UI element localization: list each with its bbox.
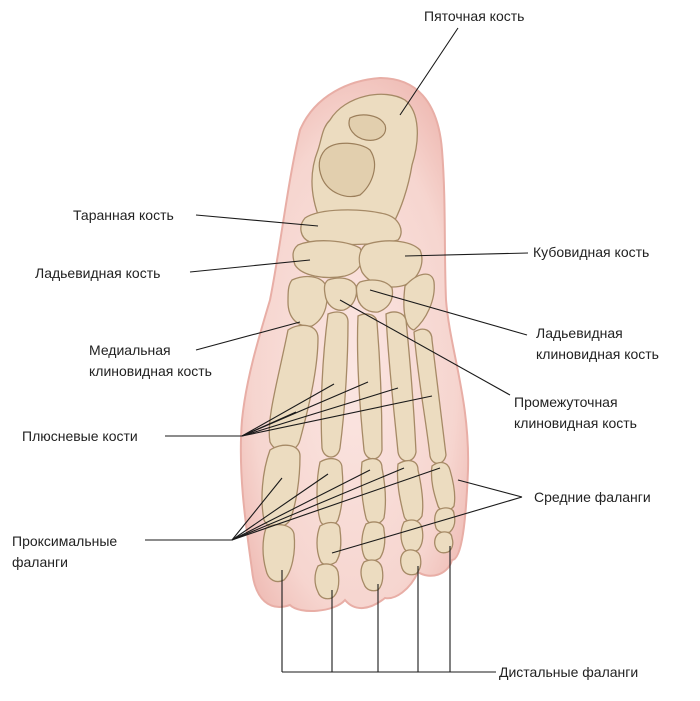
- metatarsal-2: [320, 311, 349, 458]
- leader-intermediate-cuneiform: [339, 299, 511, 396]
- label-medial-cuneiform-line2: клиновидная кость: [89, 363, 212, 379]
- label-navicular: Ладьевидная кость: [35, 265, 161, 281]
- leader-lateral-cuneiform: [369, 289, 528, 336]
- label-calcaneus: Пяточная кость: [424, 8, 525, 24]
- lateral-cuneiform-bone: [355, 279, 394, 313]
- navicular-bone: [292, 240, 363, 279]
- calcaneus-notch: [348, 114, 387, 141]
- metatarsal-1: [268, 324, 319, 453]
- middle-phalanx-5: [434, 507, 456, 534]
- leader-metatarsal-3: [241, 381, 369, 437]
- label-lateral-cuneiform: Ладьевидная клиновидная кость: [536, 323, 659, 365]
- label-middle-phalanges: Средние фаланги: [534, 489, 651, 505]
- label-lateral-line2: клиновидная кость: [536, 346, 659, 362]
- leader-talus: [195, 214, 319, 227]
- leader-middle-b: [331, 496, 523, 554]
- label-medial-cuneiform: Медиальная клиновидная кость: [89, 340, 212, 382]
- label-medial-cuneiform-line1: Медиальная: [89, 342, 171, 358]
- distal-phalanx-2: [314, 563, 340, 600]
- label-metatarsals: Плюсневые кости: [22, 428, 138, 444]
- leader-proximal-4: [231, 467, 405, 541]
- leader-metatarsal-4: [241, 387, 399, 437]
- metatarsal-3: [356, 313, 383, 460]
- label-lateral-line1: Ладьевидная: [536, 325, 623, 341]
- distal-phalanx-3: [360, 559, 384, 592]
- metatarsal-4: [385, 311, 417, 462]
- leader-metatarsal-5: [241, 395, 433, 437]
- cuboid-bone: [358, 240, 423, 288]
- label-proximal-line1: Проксимальные: [12, 533, 118, 549]
- distal-phalanx-1: [262, 523, 296, 583]
- label-proximal-phalanges: Проксимальные фаланги: [12, 531, 117, 573]
- leader-cuboid: [404, 252, 529, 257]
- label-proximal-line2: фаланги: [12, 554, 68, 570]
- label-talus: Таранная кость: [73, 207, 174, 223]
- label-distal-phalanges: Дистальные фаланги: [499, 664, 639, 680]
- intermediate-cuneiform-bone: [323, 277, 358, 311]
- leader-proximal-2: [231, 473, 329, 541]
- label-intermediate-line2: клиновидная кость: [514, 415, 637, 431]
- proximal-phalanx-5: [430, 461, 456, 512]
- leader-calcaneus: [399, 27, 459, 116]
- leader-metatarsal-2: [241, 383, 335, 437]
- leader-medial-cuneiform: [195, 321, 301, 351]
- label-intermediate-cuneiform: Промежуточная клиновидная кость: [514, 392, 637, 434]
- leader-lines: [145, 27, 529, 673]
- distal-phalanx-4: [400, 549, 422, 576]
- medial-cuneiform-bone: [287, 275, 328, 327]
- leader-proximal-1: [231, 477, 283, 541]
- distal-phalanx-5: [434, 531, 454, 554]
- middle-phalanx-4: [400, 519, 424, 553]
- calcaneus-detail: [318, 142, 375, 198]
- leader-proximal-5: [231, 467, 441, 541]
- label-cuboid: Кубовидная кость: [533, 244, 650, 260]
- middle-phalanx-2: [316, 521, 342, 566]
- leader-middle-a: [457, 479, 523, 498]
- leader-proximal-3: [231, 469, 371, 541]
- proximal-phalanx-2: [316, 457, 344, 527]
- label-intermediate-line1: Промежуточная: [514, 394, 618, 410]
- leader-navicular: [189, 259, 311, 273]
- talus-bone: [300, 209, 402, 246]
